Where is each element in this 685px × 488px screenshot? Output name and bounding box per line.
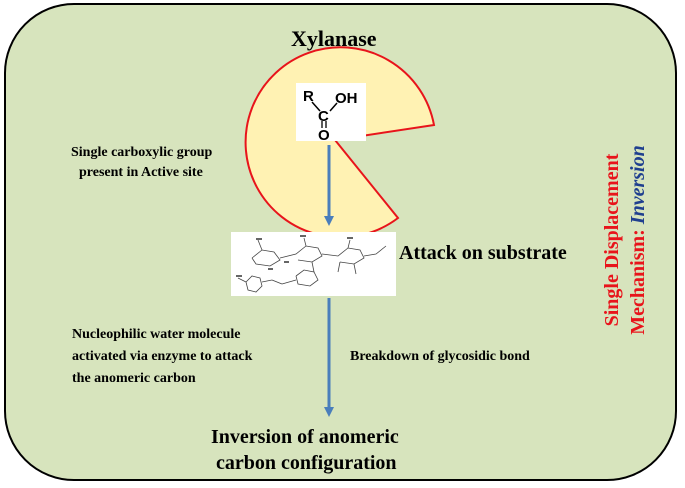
atom-c: C xyxy=(318,108,329,125)
atom-o: O xyxy=(318,127,330,144)
nucleophile-note-line-2: activated via enzyme to attack xyxy=(72,349,253,364)
result-line-2: carbon configuration xyxy=(216,452,397,474)
bond-c-oh xyxy=(329,102,338,112)
active-site-note-line-2: present in Active site xyxy=(79,165,203,180)
mechanism-label: Single Displacement Mechanism: Inversion xyxy=(599,145,651,334)
glycosidic-bond-note: Breakdown of glycosidic bond xyxy=(350,349,530,364)
carboxyl-group-box xyxy=(296,83,366,141)
enzyme-title: Xylanase xyxy=(291,26,377,51)
substrate-structure-image xyxy=(231,232,396,296)
atom-oh: OH xyxy=(335,90,358,107)
nucleophile-note-line-3: the anomeric carbon xyxy=(72,371,196,386)
attack-on-substrate-label: Attack on substrate xyxy=(399,242,567,264)
mechanism-line-2: Mechanism: Inversion xyxy=(625,145,651,334)
active-site-note-line-1: Single carboxylic group xyxy=(71,145,213,160)
result-line-1: Inversion of anomeric xyxy=(211,426,399,448)
nucleophile-note-line-1: Nucleophilic water molecule xyxy=(72,327,241,342)
mechanism-line-1: Single Displacement xyxy=(601,153,623,327)
atom-r: R xyxy=(303,88,314,105)
enzyme-active-site-shape xyxy=(244,46,436,239)
bond-r-c xyxy=(311,101,321,112)
mechanism-prefix: Mechanism: xyxy=(627,224,649,335)
mechanism-type: Inversion xyxy=(627,145,649,225)
